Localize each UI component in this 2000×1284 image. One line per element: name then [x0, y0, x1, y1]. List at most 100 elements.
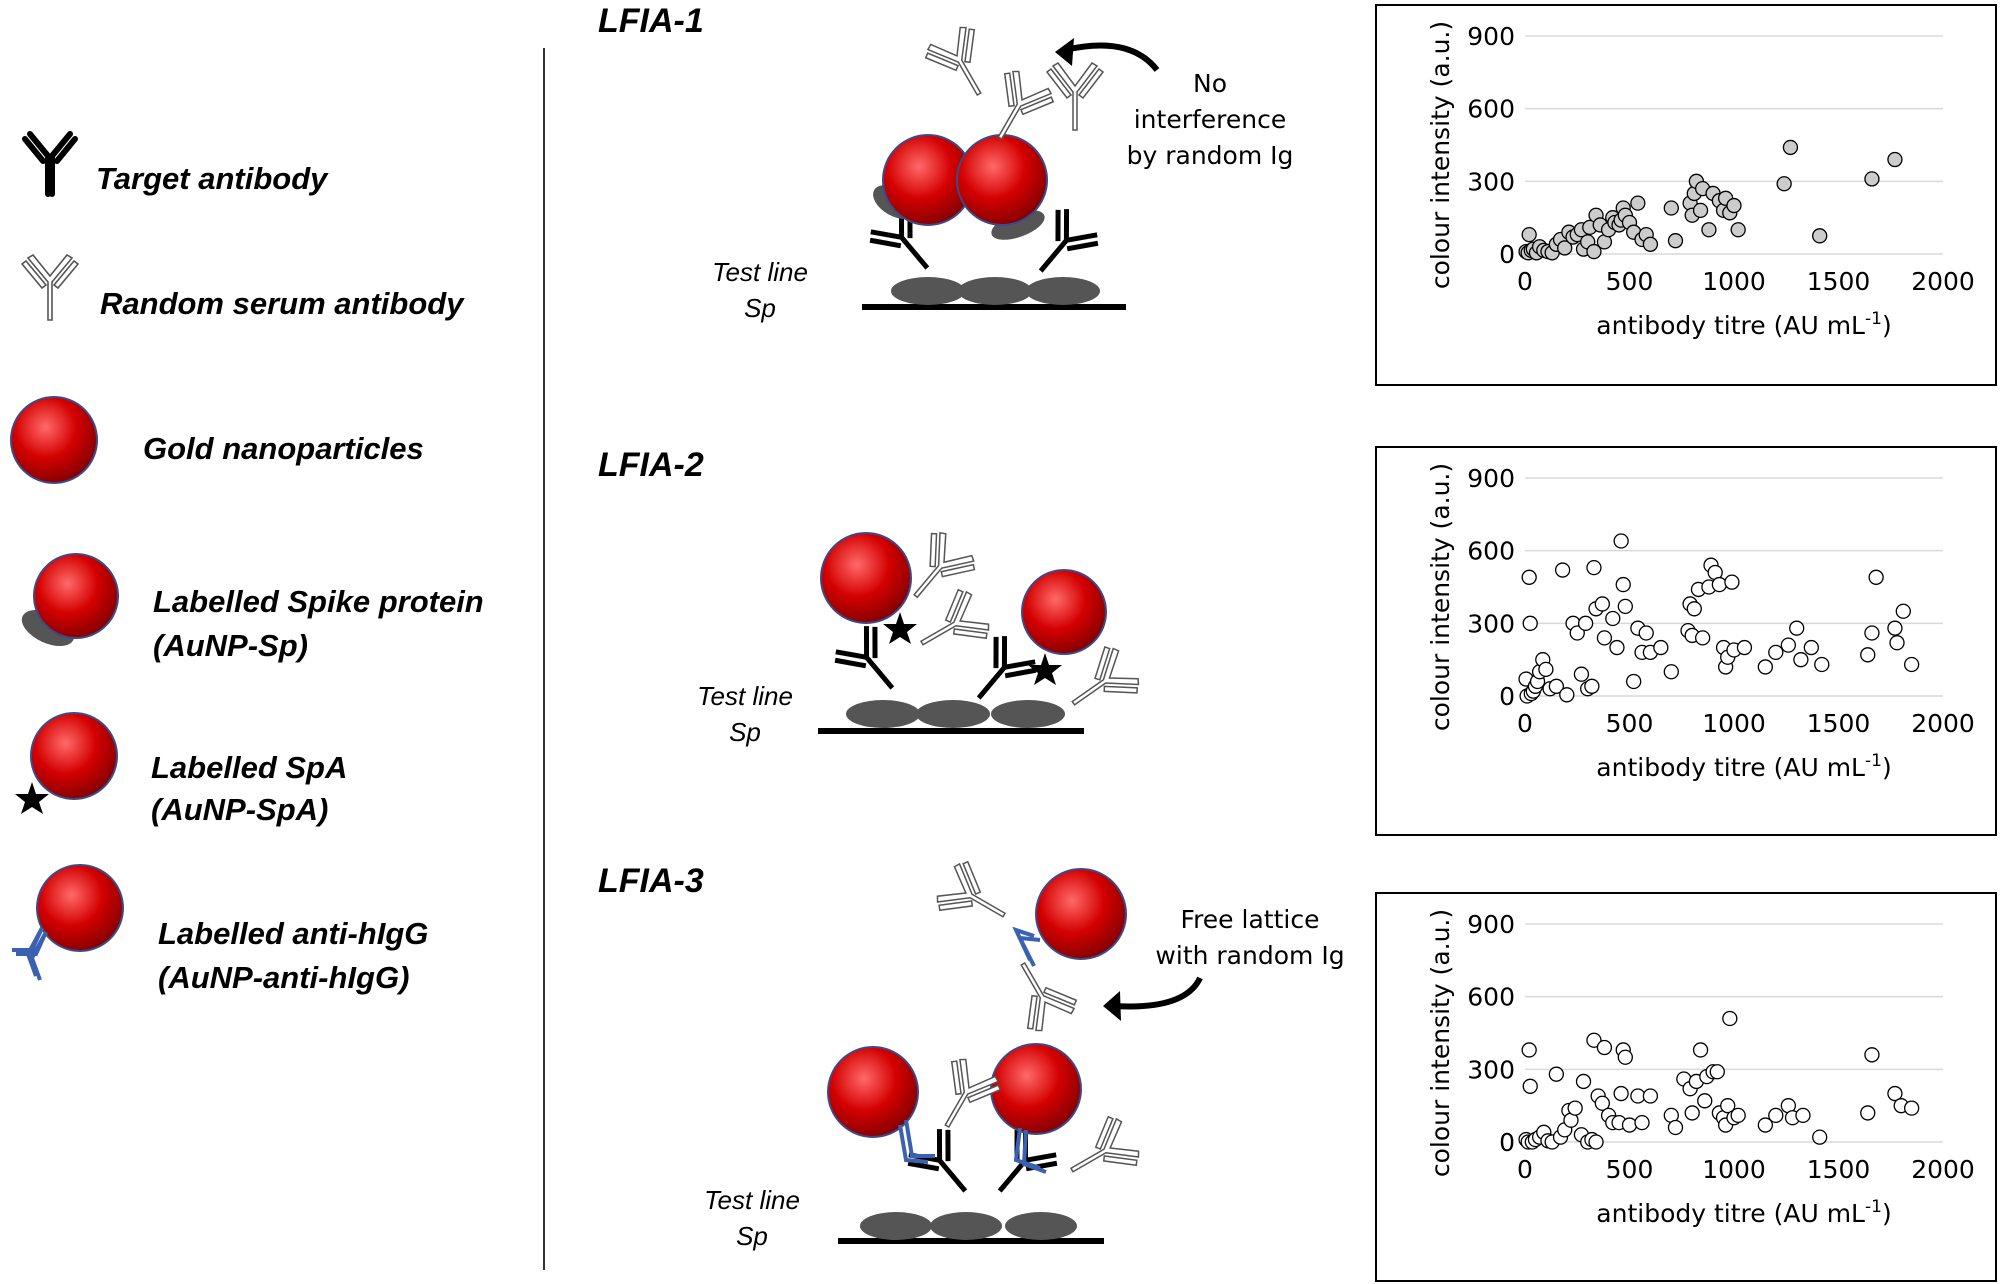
data-point	[1667, 233, 1684, 249]
y-tick-label: 300	[1467, 167, 1515, 196]
data-point	[1548, 1066, 1565, 1082]
data-point	[1573, 666, 1590, 682]
data-point	[1782, 139, 1799, 156]
y-axis-label: colour intensity (a.u.)	[1426, 909, 1455, 1177]
data-point	[1613, 1085, 1629, 1102]
data-point	[1609, 639, 1625, 656]
y-tick-label: 900	[1467, 910, 1515, 939]
data-point	[1586, 559, 1602, 576]
random-antibody-3c	[931, 856, 1019, 940]
data-point	[1686, 601, 1702, 617]
gold-nanoparticle-icon	[10, 396, 98, 484]
data-point	[1757, 1117, 1774, 1133]
data-point	[1626, 673, 1642, 690]
x-tick-label: 0	[1517, 1155, 1533, 1184]
data-point	[1521, 569, 1537, 585]
gold-np-3a	[827, 1046, 919, 1138]
legend-label-spa: Labelled SpA	[151, 750, 348, 785]
spike-protein-1c	[1026, 277, 1100, 305]
y-tick-label: 300	[1467, 1055, 1515, 1084]
data-point	[1642, 1088, 1659, 1104]
data-point	[1653, 639, 1669, 656]
y-tick-label: 600	[1467, 95, 1515, 124]
data-point	[1887, 620, 1903, 636]
x-axis-label: antibody titre (AU mL-1)	[1596, 751, 1891, 782]
legend-label-random-antibody: Random serum antibody	[100, 286, 464, 321]
data-point	[1521, 226, 1537, 243]
data-point	[1667, 1119, 1684, 1136]
data-point	[1711, 576, 1728, 593]
data-point	[1559, 687, 1575, 703]
random-antibody-3b	[1057, 1111, 1145, 1195]
data-point	[1522, 1078, 1538, 1094]
legend-label-target-antibody: Target antibody	[96, 161, 328, 196]
data-point	[1569, 625, 1585, 641]
spike-protein-label-1b	[991, 210, 1045, 240]
panel-title-lfia-2: LFIA-2	[598, 446, 704, 484]
gold-np-2a	[820, 532, 912, 624]
x-tick-label: 500	[1606, 1155, 1654, 1184]
data-point	[1895, 603, 1911, 619]
data-point	[1709, 1064, 1725, 1080]
data-point	[1588, 1134, 1604, 1150]
data-point	[1638, 625, 1654, 641]
data-point	[1814, 656, 1830, 673]
labelled-anti-higg-icon	[12, 864, 124, 981]
data-point	[1887, 1085, 1903, 1102]
x-tick-label: 1000	[1702, 267, 1766, 296]
y-tick-label: 600	[1467, 983, 1515, 1012]
target-antibody-3a	[904, 1125, 985, 1207]
lfia-2-schematic	[818, 525, 1146, 734]
data-point	[1776, 176, 1792, 192]
data-point	[1663, 664, 1679, 680]
data-point	[1730, 222, 1746, 238]
data-point	[1596, 630, 1613, 646]
y-tick-label: 900	[1467, 464, 1515, 493]
legend-label-gold-nanoparticles: Gold nanoparticles	[143, 431, 424, 466]
data-point	[1586, 243, 1602, 260]
data-point	[1630, 195, 1646, 211]
data-point	[1757, 659, 1774, 675]
random-antibody-icon	[20, 253, 80, 321]
data-point	[1789, 620, 1805, 636]
panel-title-lfia-1: LFIA-1	[598, 2, 704, 40]
x-tick-label: 0	[1517, 267, 1533, 296]
y-axis-label: colour intensity (a.u.)	[1426, 463, 1455, 731]
legend-divider	[543, 48, 545, 1270]
data-point	[1557, 240, 1573, 256]
data-point	[1864, 625, 1880, 641]
data-point	[1780, 637, 1796, 653]
x-tick-label: 1500	[1807, 1155, 1871, 1184]
gold-np-3b	[990, 1043, 1082, 1135]
arrow-1	[1064, 42, 1160, 72]
star-icon	[15, 782, 49, 814]
arrow-3	[1114, 976, 1203, 1010]
y-tick-label: 0	[1499, 1128, 1515, 1157]
data-point	[1594, 596, 1610, 612]
data-point	[1577, 615, 1594, 631]
data-point	[1720, 1098, 1736, 1114]
data-point	[1889, 635, 1905, 651]
legend-label-anti-higg-code: (AuNP-anti-hIgG)	[158, 960, 410, 995]
data-point	[1724, 574, 1740, 590]
gold-np-1b	[956, 134, 1048, 226]
data-point	[1548, 678, 1565, 694]
data-point	[1586, 1032, 1602, 1048]
spa-star-2a	[883, 612, 917, 644]
data-point	[1596, 1039, 1613, 1056]
data-point	[1615, 576, 1631, 593]
data-point	[1605, 610, 1621, 627]
x-axis-label: antibody titre (AU mL-1)	[1596, 1197, 1891, 1228]
data-point	[1887, 151, 1903, 168]
data-point	[1768, 644, 1784, 661]
data-point	[1617, 1049, 1633, 1065]
data-point	[1701, 222, 1717, 238]
